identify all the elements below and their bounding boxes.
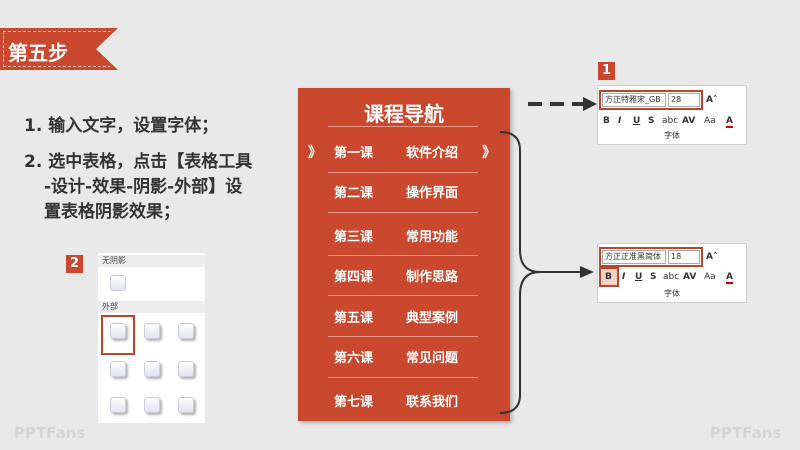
font-size-select[interactable]: 18 — [668, 250, 700, 264]
lesson-title: 联系我们 — [406, 395, 459, 410]
chevron-right-icon: 》 — [482, 145, 496, 161]
banner-stitch — [3, 31, 111, 67]
divider — [328, 295, 478, 296]
step-2-line1: 2. 选中表格，点击【表格工具 — [24, 152, 253, 172]
shadow-option[interactable] — [110, 361, 126, 377]
badge-1: 1 — [598, 62, 615, 80]
nav-row-3[interactable]: 第三课 常用功能 — [298, 226, 510, 248]
selected-highlight — [101, 315, 135, 355]
shadow-text-button[interactable]: abc — [663, 272, 680, 282]
step-2-line3: 置表格阴影效果； — [44, 202, 180, 222]
font-name-select[interactable]: 方正特雅宋_GB — [602, 93, 666, 107]
shadow-option[interactable] — [144, 323, 160, 339]
lesson-title: 操作界面 — [406, 186, 459, 201]
shadow-option[interactable] — [178, 361, 194, 377]
outer-header: 外部 — [98, 301, 205, 313]
underline-button[interactable]: U — [633, 116, 641, 126]
shadow-option[interactable] — [110, 397, 126, 413]
font-toolbar-1: 方正特雅宋_GB 28 A˄ B I U S abc AV Aa A 字体 — [597, 85, 747, 145]
course-nav-panel: 课程导航 》 第一课 软件介绍 》 第二课 操作界面 第三课 常用功能 第四课 制作思路… — [298, 88, 510, 421]
divider — [328, 255, 478, 256]
nav-row-1[interactable]: 》 第一课 软件介绍 》 — [298, 142, 510, 164]
highlight — [599, 247, 703, 267]
shadow-option[interactable] — [144, 397, 160, 413]
italic-button[interactable]: I — [622, 272, 626, 282]
nav-row-2[interactable]: 第二课 操作界面 — [298, 182, 510, 204]
lesson-number: 第七课 — [334, 395, 374, 410]
step-2-line2: -设计-效果-阴影-外部】设 — [44, 177, 243, 197]
badge-2: 2 — [66, 255, 83, 273]
font-name-select[interactable]: 方正正准黑简体 — [602, 250, 666, 264]
lesson-title: 软件介绍 — [406, 146, 459, 161]
font-toolbar-2: 方正正准黑简体 18 A˄ B I U S abc AV Aa A 字体 — [597, 243, 747, 303]
highlight — [599, 90, 703, 110]
char-spacing-button[interactable]: AV — [682, 116, 696, 126]
shadow-option[interactable] — [110, 323, 126, 339]
strike-button[interactable]: S — [648, 116, 655, 126]
bold-button[interactable]: B — [603, 116, 610, 126]
underline-button[interactable]: U — [635, 272, 643, 282]
shadow-gallery: 无阴影 外部 — [98, 253, 205, 423]
watermark-left: PPTFans — [14, 424, 86, 442]
bold-button-active[interactable] — [599, 267, 619, 287]
banner-title: 第五步 — [8, 41, 68, 65]
lesson-number: 第三课 — [334, 230, 374, 245]
lesson-number: 第四课 — [334, 270, 374, 285]
shadow-option[interactable] — [144, 361, 160, 377]
lesson-title: 典型案例 — [406, 311, 459, 326]
lesson-number: 第二课 — [334, 186, 374, 201]
no-shadow-header: 无阴影 — [98, 255, 205, 267]
watermark-right: PPTFans — [710, 424, 782, 442]
nav-row-6[interactable]: 第六课 常见问题 — [298, 347, 510, 369]
font-color-button[interactable]: A — [726, 116, 733, 128]
change-case-button[interactable]: Aa — [704, 116, 716, 126]
no-shadow-option[interactable] — [110, 275, 126, 291]
divider — [328, 377, 478, 378]
group-label: 字体 — [664, 289, 680, 298]
lesson-title: 制作思路 — [406, 270, 459, 285]
font-color-button[interactable]: A — [726, 272, 733, 284]
font-size-select[interactable]: 28 — [668, 93, 700, 107]
grow-font-button[interactable]: A˄ — [706, 95, 718, 105]
nav-title: 课程导航 — [364, 102, 444, 126]
divider — [328, 172, 478, 173]
nav-row-7[interactable]: 第七课 联系我们 — [298, 391, 510, 413]
grow-font-button[interactable]: A˄ — [706, 252, 718, 262]
step-1: 1. 输入文字，设置字体； — [24, 116, 219, 136]
bold-button[interactable]: B — [605, 272, 612, 282]
nav-row-5[interactable]: 第五课 典型案例 — [298, 307, 510, 329]
divider — [328, 212, 478, 213]
group-label: 字体 — [664, 131, 680, 140]
chevron-left-icon: 》 — [308, 145, 322, 161]
shadow-option[interactable] — [178, 323, 194, 339]
italic-button[interactable]: I — [618, 116, 622, 126]
divider — [328, 126, 478, 127]
lesson-number: 第六课 — [334, 351, 374, 366]
shadow-option[interactable] — [178, 397, 194, 413]
lesson-number: 第五课 — [334, 311, 374, 326]
change-case-button[interactable]: Aa — [704, 272, 716, 282]
strike-button[interactable]: S — [650, 272, 657, 282]
nav-row-4[interactable]: 第四课 制作思路 — [298, 266, 510, 288]
shadow-text-button[interactable]: abc — [662, 116, 679, 126]
lesson-number: 第一课 — [334, 146, 374, 161]
divider — [328, 336, 478, 337]
lesson-title: 常见问题 — [406, 351, 459, 366]
lesson-title: 常用功能 — [406, 230, 459, 245]
char-spacing-button[interactable]: AV — [683, 272, 697, 282]
